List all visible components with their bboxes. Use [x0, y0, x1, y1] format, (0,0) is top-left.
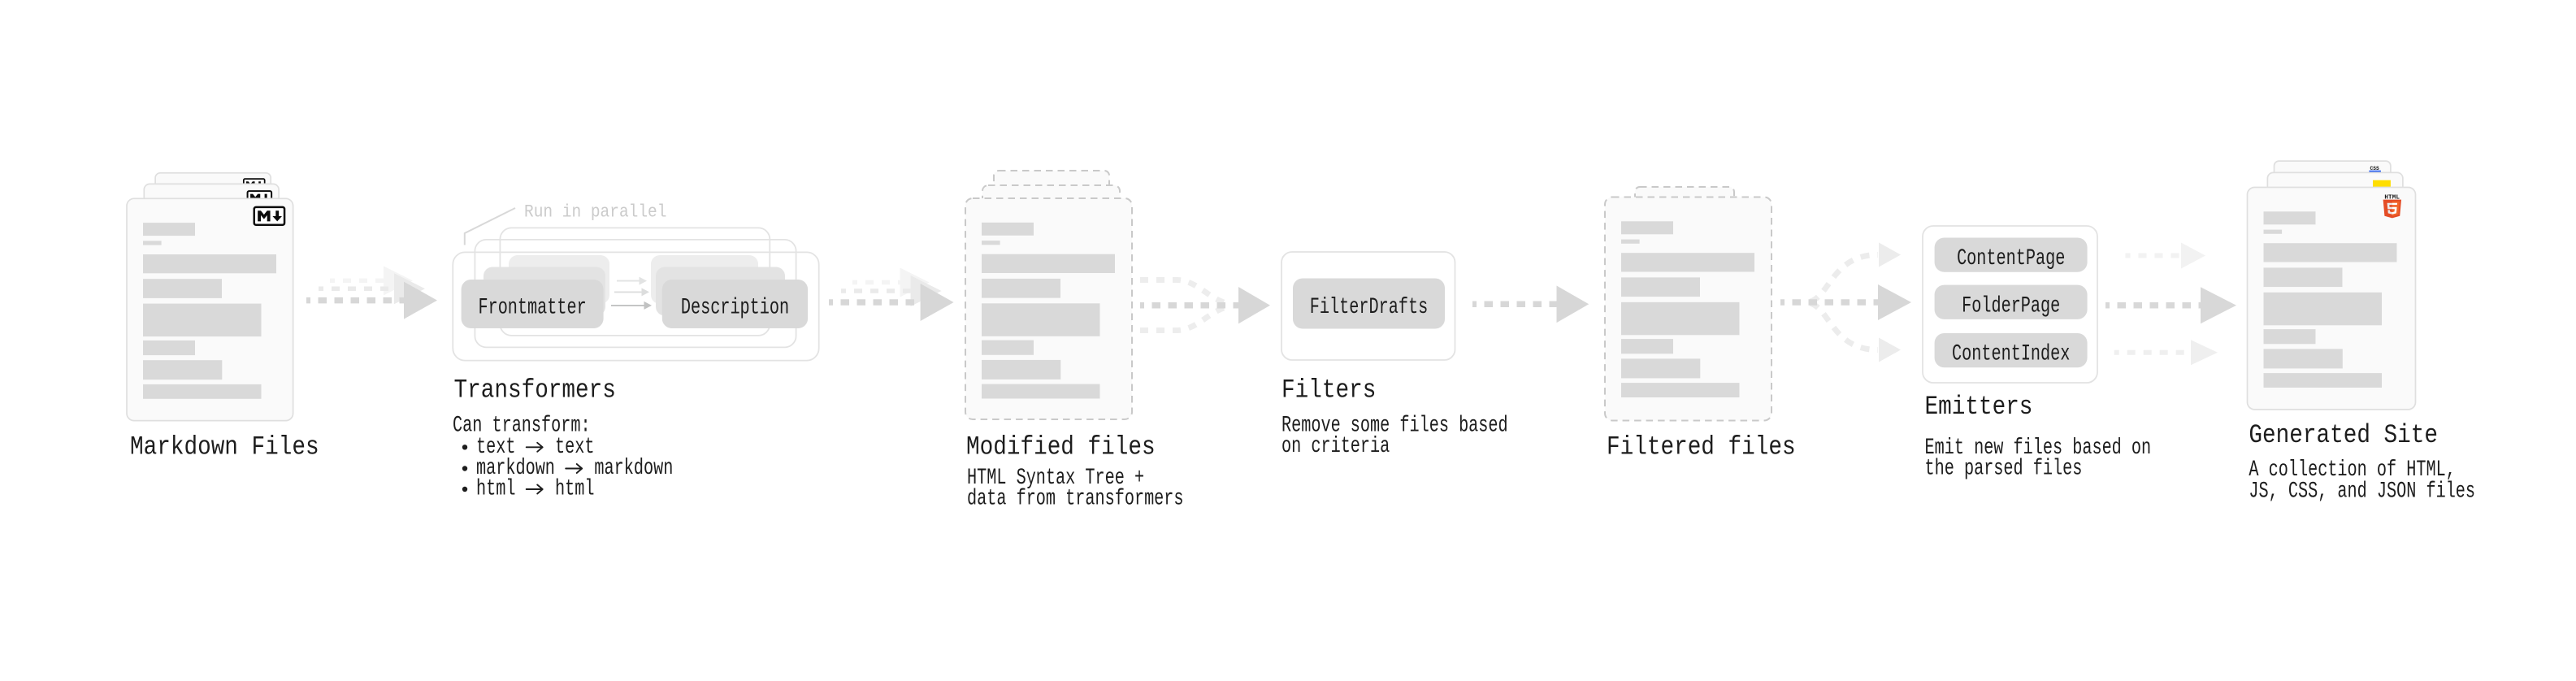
svg-text:Emitters: Emitters: [1925, 393, 2033, 423]
svg-text:Filtered files: Filtered files: [1607, 433, 1796, 463]
svg-text:HTML Syntax Tree +: HTML Syntax Tree +: [967, 466, 1144, 491]
svg-text:Remove some files based: Remove some files based: [1281, 414, 1508, 439]
svg-text:ContentPage: ContentPage: [1957, 246, 2065, 271]
svg-text:Frontmatter: Frontmatter: [478, 296, 586, 321]
svg-text:Run in parallel: Run in parallel: [524, 202, 666, 223]
svg-text:Transformers: Transformers: [454, 376, 616, 406]
svg-text:html: html: [476, 477, 515, 502]
svg-text:Modified files: Modified files: [966, 433, 1156, 463]
svg-text:FilterDrafts: FilterDrafts: [1310, 295, 1428, 320]
svg-text:on criteria: on criteria: [1281, 434, 1390, 459]
svg-text:text: text: [555, 435, 594, 460]
svg-text:Can transform:: Can transform:: [453, 414, 591, 439]
svg-text:markdown: markdown: [476, 456, 555, 481]
svg-text:FolderPage: FolderPage: [1962, 293, 2060, 319]
svg-text:the parsed files: the parsed files: [1925, 457, 2083, 482]
svg-text:Emit new files based on: Emit new files based on: [1925, 436, 2152, 461]
svg-text:markdown: markdown: [594, 456, 673, 481]
svg-text:data from transformers: data from transformers: [967, 487, 1184, 512]
svg-text:Filters: Filters: [1281, 376, 1376, 406]
svg-text:Generated Site: Generated Site: [2249, 421, 2438, 451]
svg-text:Markdown Files: Markdown Files: [130, 433, 319, 463]
svg-text:Description: Description: [681, 296, 789, 321]
svg-text:ContentIndex: ContentIndex: [1952, 342, 2070, 367]
svg-text:JS, CSS, and JSON files: JS, CSS, and JSON files: [2249, 479, 2475, 505]
svg-text:A collection of HTML,: A collection of HTML,: [2249, 458, 2455, 483]
svg-text:CSS: CSS: [2370, 166, 2379, 171]
svg-text:html: html: [555, 477, 594, 502]
svg-text:HTML: HTML: [2384, 194, 2400, 201]
svg-text:text: text: [476, 435, 515, 460]
